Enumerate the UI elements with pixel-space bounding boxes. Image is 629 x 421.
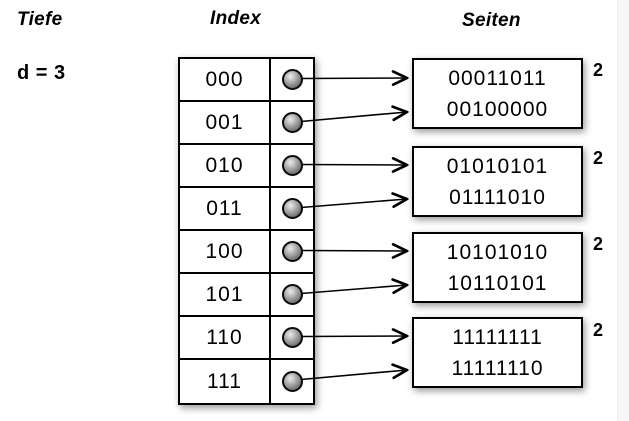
- page-entry: 00100000: [446, 97, 549, 121]
- page-entry: 01111010: [449, 185, 546, 209]
- arrow-010-to-page-2: [300, 165, 407, 166]
- page-box: 00011011 00100000: [412, 58, 583, 129]
- index-row: 011: [180, 188, 313, 231]
- depth-value: d = 3: [17, 62, 66, 84]
- index-title: Index: [210, 8, 262, 29]
- pointer-dot: [281, 284, 303, 305]
- arrow-111-to-page-4: [300, 370, 407, 381]
- local-depth-label: 2: [593, 148, 604, 168]
- index-table: 000 001 010 011 100 101 110 111: [178, 57, 315, 405]
- page-entry: 11111110: [451, 356, 544, 380]
- pointer-dot: [281, 69, 303, 90]
- pointer-cell: [271, 188, 313, 229]
- index-row: 000: [180, 59, 313, 102]
- index-row: 101: [180, 274, 313, 317]
- local-depth-label: 2: [593, 60, 604, 80]
- pointer-cell: [271, 360, 313, 403]
- depth-title: Tiefe: [17, 9, 63, 30]
- page-box: 01010101 01111010: [412, 146, 583, 217]
- page-entry: 10101010: [446, 240, 549, 264]
- index-bits: 001: [180, 102, 271, 143]
- pointer-cell: [271, 231, 313, 272]
- pointer-cell: [271, 59, 313, 100]
- index-bits: 011: [180, 188, 271, 229]
- index-row: 100: [180, 231, 313, 274]
- pointer-dot: [281, 241, 303, 262]
- pointer-dot: [281, 198, 303, 219]
- local-depth-label: 2: [593, 234, 604, 254]
- page-entry: 10110101: [447, 271, 548, 295]
- arrow-110-to-page-4: [300, 336, 407, 337]
- page-edge-strip: [617, 0, 629, 421]
- arrow-001-to-page-1: [300, 112, 407, 123]
- index-bits: 010: [180, 145, 271, 186]
- index-bits: 000: [180, 59, 271, 100]
- pointer-cell: [271, 317, 313, 358]
- page-entry: 11111111: [452, 325, 543, 349]
- arrow-100-to-page-3: [300, 251, 407, 252]
- pointer-dot: [281, 112, 303, 133]
- index-row: 110: [180, 317, 313, 360]
- page-entry: 00011011: [448, 66, 547, 90]
- index-row: 010: [180, 145, 313, 188]
- page-box: 11111111 11111110: [412, 317, 583, 388]
- index-bits: 100: [180, 231, 271, 272]
- page-box: 10101010 10110101: [412, 232, 583, 303]
- pages-title: Seiten: [462, 10, 521, 31]
- index-bits: 111: [180, 360, 271, 403]
- local-depth-label: 2: [593, 320, 604, 340]
- arrow-000-to-page-1: [300, 78, 407, 79]
- pointer-dot: [281, 327, 303, 348]
- pointer-dot: [281, 155, 303, 176]
- arrow-011-to-page-2: [300, 199, 407, 209]
- pointer-dot: [281, 371, 303, 392]
- page-entry: 01010101: [446, 154, 549, 178]
- index-row: 001: [180, 102, 313, 145]
- arrow-101-to-page-3: [300, 285, 407, 295]
- pointer-cell: [271, 145, 313, 186]
- pointer-cell: [271, 102, 313, 143]
- index-bits: 101: [180, 274, 271, 315]
- index-bits: 110: [180, 317, 271, 358]
- index-row: 111: [180, 360, 313, 403]
- pointer-cell: [271, 274, 313, 315]
